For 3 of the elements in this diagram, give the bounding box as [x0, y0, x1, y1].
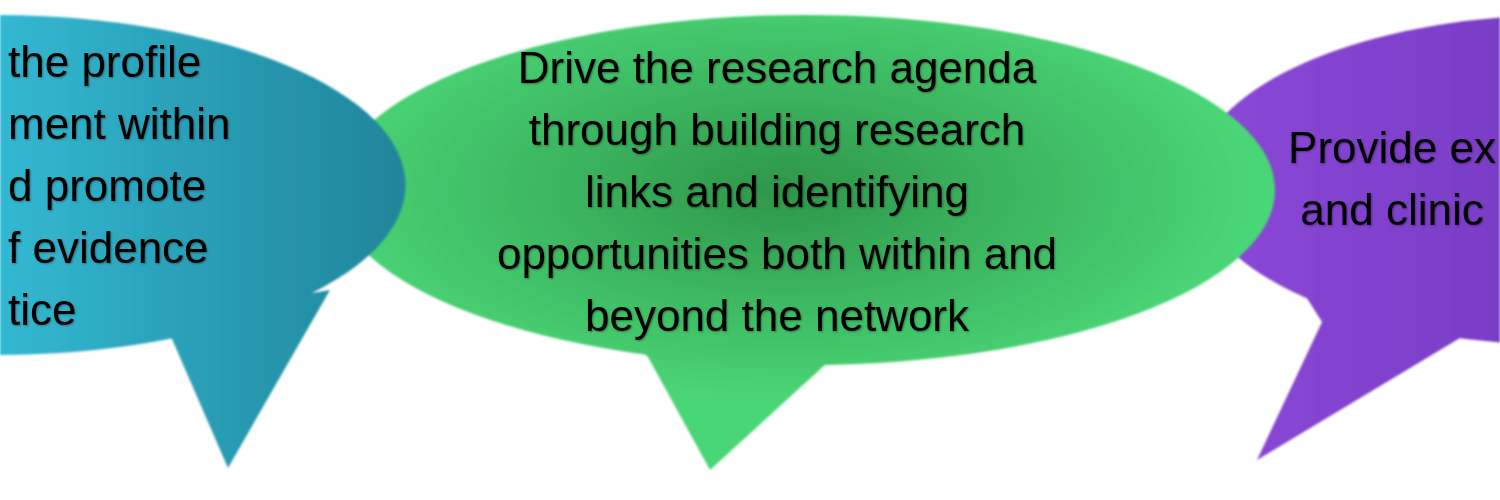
bubble-text: the profile ment within d promote f evidence tice: [8, 36, 231, 336]
bubble-text: Drive the research agenda through building research links and identifying opportunities both within and beyond the network: [496, 42, 1058, 342]
bubble-text: Provide ex and clinic: [1288, 122, 1496, 236]
